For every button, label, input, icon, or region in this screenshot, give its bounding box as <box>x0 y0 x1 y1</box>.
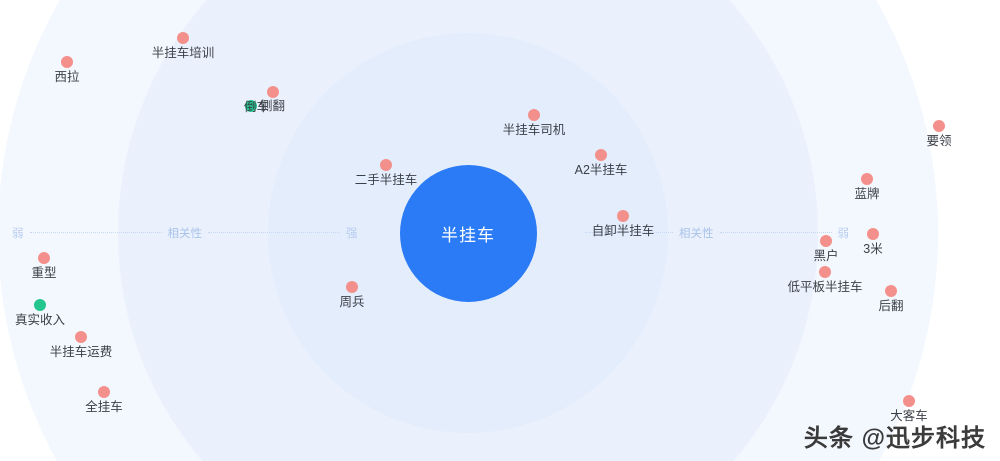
center-node[interactable]: 半挂车 <box>399 164 537 302</box>
center-node-label: 半挂车 <box>441 225 495 245</box>
node-label: 低平板半挂车 <box>787 280 863 294</box>
axis-left-strong-label: 强 <box>346 228 358 240</box>
node-label: 要领 <box>926 134 952 148</box>
node-dot-icon <box>380 159 392 171</box>
node-dot-icon <box>595 149 607 161</box>
node-label: 半挂车司机 <box>502 123 566 137</box>
axis-right-title: 相关性 <box>679 228 714 240</box>
node-dot-icon <box>617 210 629 222</box>
node-label: 侧翻 <box>260 99 286 113</box>
axis-right-weak-label: 弱 <box>837 228 850 240</box>
node-label: 半挂车培训 <box>151 46 215 60</box>
node-dot-icon <box>819 266 831 278</box>
node-label: 大客车 <box>890 409 928 423</box>
axis-left-title: 相关性 <box>167 228 203 240</box>
node-label: 西拉 <box>54 70 80 84</box>
node-dot-icon <box>933 120 945 132</box>
axis-right-dotted-line-a <box>585 232 673 234</box>
node-dot-icon <box>528 109 540 121</box>
axis-right: 相关性 弱 <box>585 225 849 241</box>
axis-left-weak-label: 弱 <box>12 228 24 240</box>
node-label: 全挂车 <box>85 400 123 414</box>
axis-left-dotted-line-a <box>29 232 162 234</box>
node-dot-icon <box>346 281 358 293</box>
axis-left-dotted-line-b <box>208 232 340 234</box>
node-dot-icon <box>267 86 279 98</box>
node-label: 3米 <box>863 242 883 256</box>
node-label: 后翻 <box>878 299 904 313</box>
node-dot-icon <box>98 386 110 398</box>
axis-left: 弱 相关性 强 <box>12 225 358 241</box>
node-label: 黑户 <box>813 249 839 263</box>
node-dot-icon <box>38 252 50 264</box>
node-dot-icon <box>820 235 832 247</box>
node-dot-icon <box>867 228 879 240</box>
node-label: 周兵 <box>339 295 365 309</box>
node-label: 自卸半挂车 <box>591 224 655 238</box>
node-label: 蓝牌 <box>854 187 880 201</box>
node-dot-icon <box>861 173 873 185</box>
node-dot-icon <box>34 299 46 311</box>
node-dot-icon <box>885 285 897 297</box>
axis-right-dotted-line-b <box>719 232 832 234</box>
node-dot-icon <box>245 100 257 112</box>
node-dot-icon <box>177 32 189 44</box>
node-label: 半挂车运费 <box>49 345 113 359</box>
node-label: A2半挂车 <box>574 163 628 177</box>
node-label: 倒车 <box>243 100 269 114</box>
node-dot-icon <box>75 331 87 343</box>
node-dot-icon <box>903 395 915 407</box>
node-label: 二手半挂车 <box>354 173 418 187</box>
node-dot-icon <box>61 56 73 68</box>
watermark: 头条 @迅步科技 <box>803 425 986 452</box>
node-label: 重型 <box>31 266 57 280</box>
node-label: 真实收入 <box>14 313 66 327</box>
